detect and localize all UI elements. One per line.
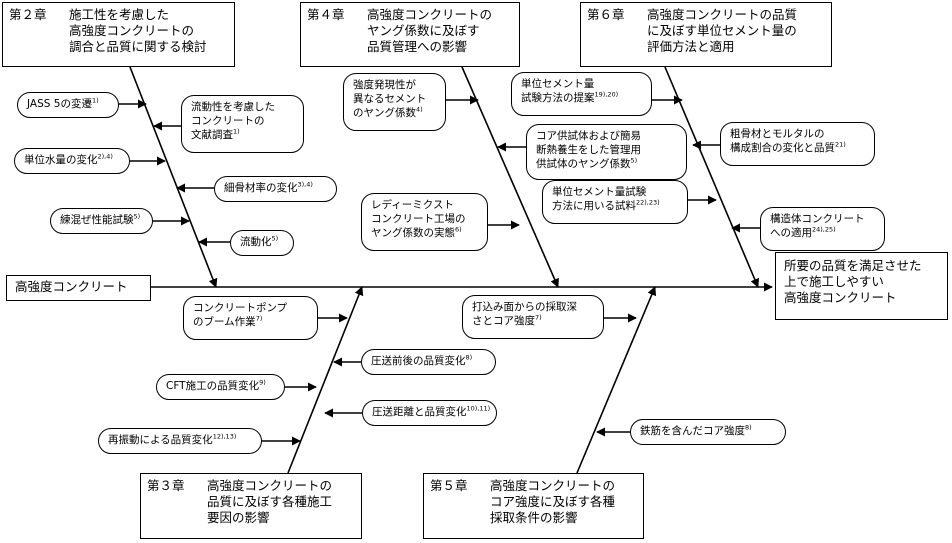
chapter-4-title-2: ヤング係数に及ぼす bbox=[367, 23, 480, 38]
chapter-5-title-2: コア強度に及ぼす各種 bbox=[490, 494, 616, 509]
factor-saishindo: 再振動による品質変化12),13) bbox=[98, 428, 262, 454]
spine-start-label: 高強度コンクリート bbox=[15, 279, 128, 294]
chapter-2-title-3: 調合と品質に関する検討 bbox=[69, 39, 207, 54]
spine-start-box: 高強度コンクリート bbox=[6, 275, 151, 301]
factor-kozotai: 構造体コンクリート への適用24),25) bbox=[760, 207, 885, 251]
factor-saikotsuzai-ritsu: 細骨材率の変化3),4) bbox=[214, 176, 337, 202]
bone-ch5 bbox=[576, 286, 657, 474]
chapter-3-number: 第３章 bbox=[147, 478, 185, 493]
factor-asso-kyori: 圧送距離と品質変化10),11) bbox=[362, 400, 497, 426]
chapter-2-title-1: 施工性を考慮した bbox=[69, 7, 170, 22]
goal-line-2: 上で施工しやすい bbox=[784, 274, 884, 289]
factor-sokotsuzai: 粗骨材とモルタルの 構成割合の変化と品質21) bbox=[720, 122, 875, 166]
factor-tani-suiryo: 単位水量の変化2),4) bbox=[14, 148, 130, 174]
factor-uchikomi: 打込み面からの採取深 さとコア強度7) bbox=[462, 295, 604, 339]
chapter-5-title-1: 高強度コンクリートの bbox=[490, 478, 616, 493]
chapter-3-title-3: 要因の影響 bbox=[207, 510, 270, 525]
chapter-4-title-3: 品質管理への影響 bbox=[367, 39, 468, 54]
chapter-6-title-3: 評価方法と適用 bbox=[647, 39, 735, 54]
factor-ryudoka: 流動化5) bbox=[230, 230, 294, 256]
chapter-3-title-2: 品質に及ぼす各種施工 bbox=[207, 494, 333, 509]
chapter-2-title-2: 高強度コンクリートの bbox=[69, 23, 195, 38]
chapter-5-title-3: 採取条件の影響 bbox=[490, 510, 578, 525]
factor-nerimaze: 練混ぜ性能試験5) bbox=[50, 208, 153, 234]
chapter-6-box: 第６章 高強度コンクリートの品質 に及ぼす単位セメント量の 評価方法と適用 bbox=[580, 2, 832, 67]
chapter-5-number: 第５章 bbox=[430, 478, 468, 493]
chapter-5-box: 第５章 高強度コンクリートの コア強度に及ぼす各種 採取条件の影響 bbox=[423, 473, 644, 539]
factor-tekkin-core: 鉄筋を含んだコア強度8) bbox=[630, 419, 786, 445]
factor-cft: CFT施工の品質変化9) bbox=[156, 374, 285, 400]
goal-line-3: 高強度コンクリート bbox=[784, 290, 897, 305]
factor-ready-mixed: レディーミクスト コンクリート工場の ヤング係数の実態6) bbox=[361, 193, 488, 251]
chapter-4-title-1: 高強度コンクリートの bbox=[367, 7, 493, 22]
chapter-6-title-1: 高強度コンクリートの品質 bbox=[647, 7, 798, 22]
factor-kyodo-hatsugen: 強度発現性が 異なるセメント のヤング係数4) bbox=[343, 73, 446, 131]
factor-tani-cement-shiken: 単位セメント量 試験方法の提案19),20) bbox=[511, 72, 652, 116]
chapter-4-box: 第４章 高強度コンクリートの ヤング係数に及ぼす 品質管理への影響 bbox=[300, 2, 520, 67]
chapter-2-number: 第２章 bbox=[9, 7, 47, 22]
goal-line-1: 所要の品質を満足させた bbox=[784, 258, 922, 273]
chapter-3-box: 第３章 高強度コンクリートの 品質に及ぼす各種施工 要因の影響 bbox=[140, 473, 362, 539]
chapter-6-title-2: に及ぼす単位セメント量の bbox=[647, 23, 797, 38]
factor-tani-cement-shiryo: 単位セメント量試験 方法に用いる試料22),23) bbox=[542, 180, 688, 224]
chapter-6-number: 第６章 bbox=[587, 7, 625, 22]
chapter-2-box: 第２章 施工性を考慮した 高強度コンクリートの 調合と品質に関する検討 bbox=[2, 2, 235, 67]
factor-core-kyoshitai: コア供試体および簡易 断熱養生をした管理用 供試体のヤング係数5) bbox=[526, 124, 687, 180]
factor-ryudosei-bunken: 流動性を考慮した コンクリートの 文献調査1) bbox=[181, 95, 304, 153]
goal-box: 所要の品質を満足させた 上で施工しやすい 高強度コンクリート bbox=[775, 252, 948, 320]
factor-pump-boom: コンクリートポンプ のブーム作業7) bbox=[183, 296, 318, 340]
chapter-4-number: 第４章 bbox=[307, 7, 345, 22]
factor-asso-zengo: 圧送前後の品質変化8) bbox=[361, 349, 496, 375]
factor-jass5: JASS 5の変遷1) bbox=[17, 92, 119, 118]
chapter-3-title-1: 高強度コンクリートの bbox=[207, 478, 333, 493]
